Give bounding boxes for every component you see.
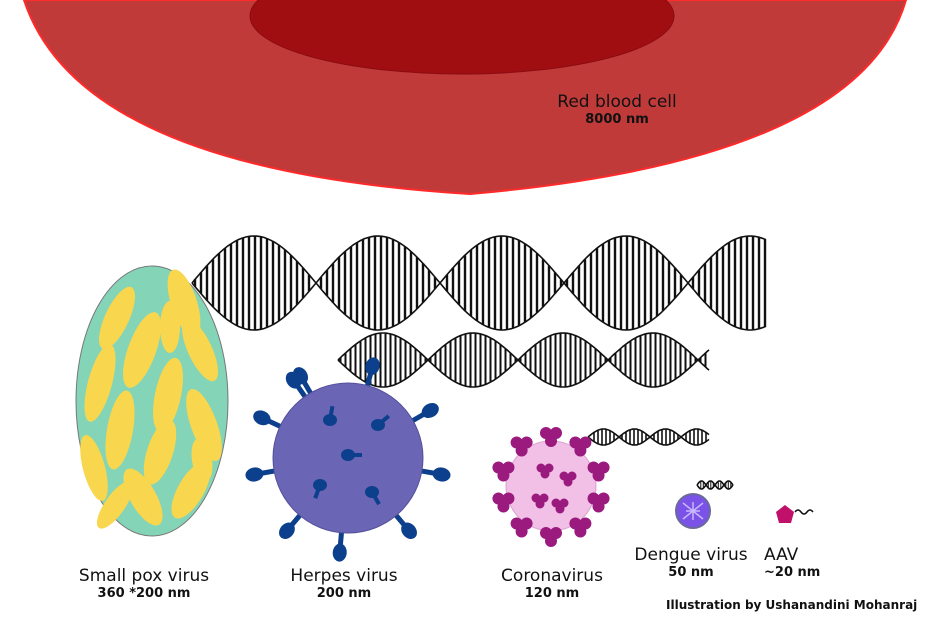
coronavirus-spike — [569, 436, 592, 457]
red-blood-cell-center — [249, 0, 675, 75]
small-pox-core — [84, 344, 116, 422]
coronavirus-spike — [587, 492, 610, 513]
herpes-inner-head — [341, 449, 355, 461]
herpes-spike-head — [432, 467, 451, 482]
rbc-label: Red blood cell 8000 nm — [540, 92, 694, 127]
coronavirus-spike — [492, 492, 515, 513]
herpes-spike-head — [332, 543, 347, 562]
dna-small-pox — [191, 235, 767, 331]
coronavirus-spike — [569, 517, 592, 538]
coronavirus — [492, 427, 610, 547]
small-pox-virus — [75, 265, 229, 537]
coronavirus-spike — [540, 527, 562, 547]
rbc-name: Red blood cell — [557, 92, 677, 112]
dengue-size: 50 nm — [668, 565, 714, 580]
small-pox-core — [160, 301, 180, 353]
small-pox-core — [123, 468, 163, 526]
dna-genomes — [191, 235, 767, 490]
rbc-size: 8000 nm — [585, 112, 649, 127]
small-pox-core — [105, 390, 135, 470]
small-pox-label: Small pox virus 360 *200 nm — [64, 566, 224, 601]
herpes-spike-head — [365, 357, 380, 376]
small-pox-core — [98, 286, 136, 350]
small-pox-cores — [80, 269, 222, 529]
small-pox-core — [143, 419, 177, 485]
aav-label: AAV ~20 nm — [764, 545, 830, 580]
red-blood-cell — [22, 0, 908, 196]
coronavirus-inner-spike — [531, 493, 549, 509]
herpes-inner-head — [365, 486, 379, 498]
dna-coronavirus — [587, 428, 710, 446]
small-pox-size: 360 *200 nm — [97, 586, 191, 601]
dengue-name: Dengue virus — [634, 545, 748, 565]
coronavirus-spike — [492, 461, 515, 482]
herpes-inner-spikes — [313, 405, 391, 506]
small-pox-core — [123, 312, 161, 388]
aav-capsid — [776, 505, 794, 523]
dengue-label: Dengue virus 50 nm — [626, 545, 756, 580]
herpes-inner-head — [313, 479, 327, 491]
herpes-spike-head — [421, 402, 439, 419]
small-pox-core — [186, 389, 222, 461]
herpes-virus — [245, 357, 451, 562]
herpes-spike-head — [401, 522, 417, 540]
coronavirus-inner-spike — [536, 463, 554, 479]
red-blood-cell-outer — [22, 0, 908, 196]
coronavirus-name: Coronavirus — [501, 566, 603, 586]
aav-virus — [776, 505, 814, 523]
herpes-label: Herpes virus 200 nm — [276, 566, 412, 601]
small-pox-core — [96, 481, 134, 529]
dna-herpes — [337, 332, 710, 388]
small-pox-core — [191, 438, 213, 482]
aav-size: ~20 nm — [764, 565, 821, 580]
herpes-spike-head — [245, 467, 264, 482]
coronavirus-spike — [510, 436, 533, 457]
aav-genome — [794, 509, 814, 515]
herpes-spike-head — [285, 371, 302, 389]
small-pox-core — [80, 435, 108, 501]
aav-name: AAV — [764, 545, 799, 565]
coronavirus-inner-spike — [559, 471, 577, 487]
coronavirus-spike — [510, 517, 533, 538]
coronavirus-label: Coronavirus 120 nm — [486, 566, 618, 601]
herpes-spike-head — [253, 410, 271, 426]
small-pox-core — [181, 318, 219, 382]
coronavirus-spike — [587, 461, 610, 482]
dengue-virus — [675, 493, 711, 529]
herpes-inner-head — [323, 414, 337, 426]
herpes-spike-head — [279, 522, 295, 540]
coronavirus-spike — [540, 427, 562, 447]
small-pox-name: Small pox virus — [78, 566, 210, 586]
coronavirus-spikes — [492, 427, 610, 547]
dna-dengue — [696, 480, 734, 490]
small-pox-core — [153, 357, 183, 433]
herpes-size: 200 nm — [316, 586, 372, 601]
coronavirus-size: 120 nm — [524, 586, 580, 601]
illustration-credit: Illustration by Ushanandini Mohanraj — [666, 598, 918, 612]
coronavirus-inner-spike — [551, 498, 569, 514]
herpes-name: Herpes virus — [290, 566, 398, 586]
herpes-inner-head — [371, 419, 385, 431]
dengue-pattern — [682, 502, 704, 520]
small-pox-core — [167, 269, 201, 337]
